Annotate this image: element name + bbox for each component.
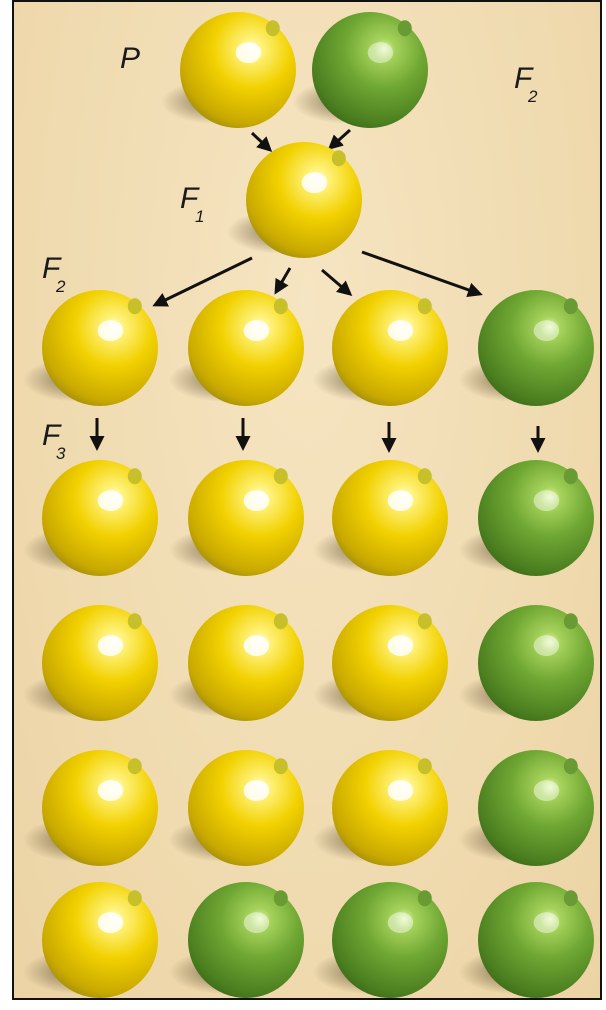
green-pea-icon xyxy=(292,12,428,128)
label-f1: F 1 xyxy=(180,182,204,226)
yellow-pea-icon xyxy=(168,750,304,866)
svg-text:F: F xyxy=(514,62,534,95)
green-pea-icon xyxy=(458,750,594,866)
yellow-pea-icon xyxy=(312,290,448,406)
yellow-pea-icon xyxy=(312,750,448,866)
green-pea-icon xyxy=(458,460,594,576)
yellow-pea-icon xyxy=(226,142,362,258)
yellow-pea-icon xyxy=(312,460,448,576)
yellow-pea-icon xyxy=(22,290,158,406)
arrows xyxy=(89,128,546,453)
arrow-icon xyxy=(274,267,292,295)
green-pea-icon xyxy=(458,290,594,406)
arrow-icon xyxy=(321,268,353,296)
yellow-pea-icon xyxy=(22,605,158,721)
arrow-icon xyxy=(327,128,352,151)
svg-text:F: F xyxy=(42,252,62,285)
yellow-pea-icon xyxy=(168,460,304,576)
green-pea-icon xyxy=(312,882,448,998)
label-f2: F 2 xyxy=(42,252,66,296)
yellow-pea-icon xyxy=(22,460,158,576)
svg-text:2: 2 xyxy=(527,87,538,106)
label-p: P xyxy=(120,42,140,75)
arrow-icon xyxy=(361,250,483,298)
label-f2-right: F 2 xyxy=(514,62,538,106)
green-pea-icon xyxy=(458,605,594,721)
label-f3: F 3 xyxy=(42,419,66,463)
yellow-pea-icon xyxy=(312,605,448,721)
peas xyxy=(22,12,594,998)
yellow-pea-icon xyxy=(22,882,158,998)
green-pea-icon xyxy=(168,882,304,998)
green-pea-icon xyxy=(458,882,594,998)
yellow-pea-icon xyxy=(168,605,304,721)
svg-text:1: 1 xyxy=(195,207,204,226)
svg-text:F: F xyxy=(42,419,62,452)
svg-text:2: 2 xyxy=(55,277,66,296)
yellow-pea-icon xyxy=(22,750,158,866)
svg-text:3: 3 xyxy=(56,444,66,463)
svg-text:F: F xyxy=(180,182,200,215)
yellow-pea-icon xyxy=(160,12,296,128)
arrow-icon xyxy=(152,256,253,307)
yellow-pea-icon xyxy=(168,290,304,406)
arrow-icon xyxy=(250,131,273,153)
